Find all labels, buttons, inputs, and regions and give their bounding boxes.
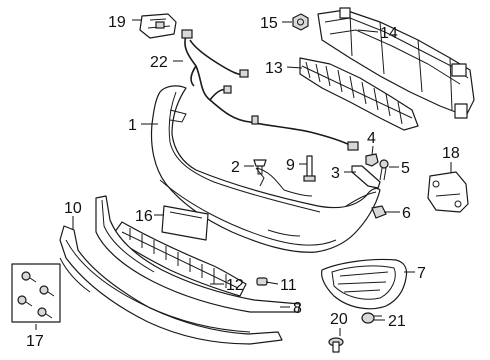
callout-9: 9	[286, 157, 295, 174]
callout-22: 22	[150, 54, 168, 71]
part-19-sensor-bracket	[139, 13, 177, 39]
callout-20: 20	[330, 311, 348, 328]
part-16-license-bracket	[161, 205, 209, 241]
callout-8: 8	[293, 300, 302, 317]
part-2-clip	[253, 159, 267, 175]
part-21-push-pin	[361, 312, 382, 324]
leader-lines	[35, 19, 452, 336]
callout-3: 3	[331, 165, 340, 182]
callout-13: 13	[265, 60, 283, 77]
callout-18: 18	[442, 145, 460, 162]
callout-19: 19	[108, 14, 126, 31]
part-14-reinforcement-beam	[317, 7, 475, 119]
callout-11: 11	[280, 277, 297, 294]
part-15-nut	[292, 13, 309, 31]
part-20-push-pin	[328, 337, 344, 353]
callout-17: 17	[26, 333, 44, 350]
part-6-clip	[371, 205, 387, 219]
callout-5: 5	[401, 160, 410, 177]
part-5-screw	[379, 159, 389, 181]
part-3-bracket-strip	[351, 165, 381, 189]
part-4-clip	[365, 153, 379, 167]
callout-labels: 19 15 14 13 22 1 2 9 3 4 5 18 6 16 10 11…	[26, 14, 460, 350]
part-13-energy-absorber	[299, 57, 419, 131]
callout-2: 2	[231, 159, 240, 176]
part-11-clip	[256, 277, 268, 286]
callout-14: 14	[380, 25, 398, 42]
callout-6: 6	[402, 205, 411, 222]
callout-4: 4	[367, 130, 376, 147]
part-17-fastener-kit	[11, 263, 61, 323]
callout-21: 21	[388, 313, 406, 330]
callout-7: 7	[417, 265, 426, 282]
callout-15: 15	[260, 15, 278, 32]
part-1-bumper-cover	[150, 85, 381, 253]
part-7-fog-lamp-bezel	[321, 258, 408, 310]
callout-1: 1	[128, 117, 137, 134]
part-12-lower-grille	[111, 221, 247, 297]
callout-10: 10	[64, 200, 82, 217]
part-18-side-bracket	[427, 171, 469, 213]
callout-12: 12	[226, 277, 244, 294]
part-10-lower-valance	[95, 195, 301, 313]
part-22-wiring-harness	[181, 29, 359, 151]
part-9-stud	[303, 155, 316, 182]
part-8-lower-deflector	[59, 225, 283, 345]
callout-16: 16	[135, 208, 153, 225]
